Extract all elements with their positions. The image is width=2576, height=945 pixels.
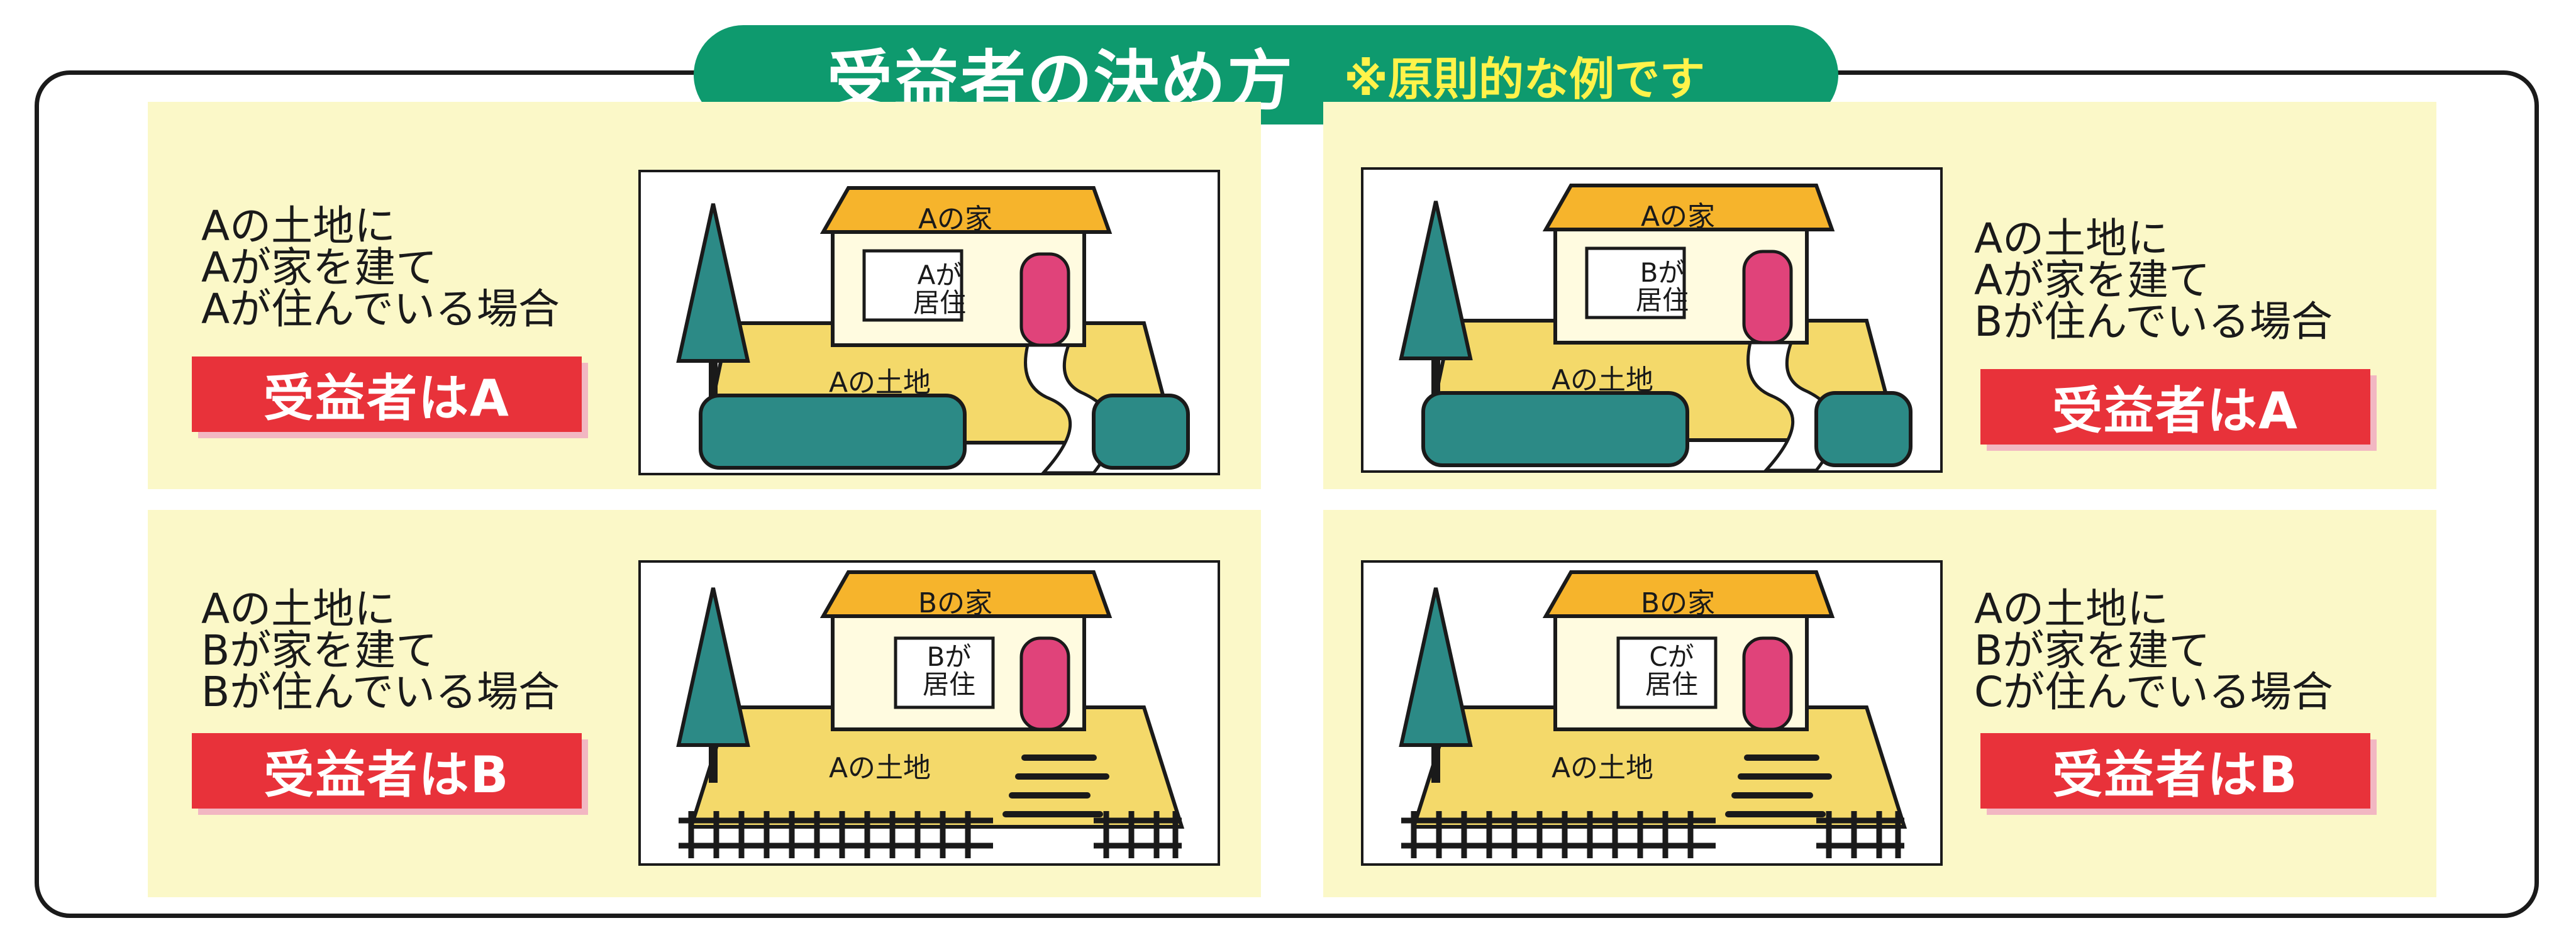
- case-line: Aの土地に: [1974, 214, 2169, 263]
- house-label: Bの家: [1640, 587, 1716, 619]
- house-illustration: Bの家 Bが 居住 Aの土地: [638, 560, 1220, 866]
- title-note: ※原則的な例です: [1344, 52, 1705, 106]
- case-description: Aの土地に Bが家を建て Bが住んでいる場合: [201, 589, 641, 713]
- case-line: Aの土地に: [201, 585, 396, 633]
- case-panel-3: Aの土地に Bが家を建て Bが住んでいる場合 受益者はB Bの家 Bが 居住 A: [148, 510, 1261, 897]
- fence-icon: [1401, 811, 1904, 858]
- beneficiary-badge: 受益者はB: [1980, 733, 2370, 809]
- case-line: Aの土地に: [1974, 585, 2169, 633]
- house-drawing: [1399, 184, 1913, 470]
- beneficiary-badge: 受益者はA: [1980, 369, 2370, 445]
- house-label: Bの家: [918, 587, 993, 619]
- house-label: Aの家: [918, 203, 993, 235]
- house-illustration: Aの家 Bが 居住 Aの土地: [1361, 167, 1943, 473]
- case-panel-4: Bの家 Cが 居住 Aの土地 Aの土地に Bが家を建て Cが住んでいる場合 受益…: [1323, 510, 2436, 897]
- land-label: Aの土地: [828, 752, 931, 784]
- resident-line: 居住: [922, 669, 975, 700]
- resident-label: Cが 居住: [1628, 643, 1716, 699]
- land-label: Aの土地: [828, 367, 931, 399]
- house-label: Aの家: [1640, 201, 1716, 233]
- beneficiary-badge: 受益者はA: [192, 356, 582, 432]
- tree-icon: [1399, 201, 1473, 360]
- tree-icon: [676, 203, 750, 363]
- case-line: Aが住んでいる場合: [201, 285, 560, 333]
- house-illustration: Bの家 Cが 居住 Aの土地: [1361, 560, 1943, 866]
- land-label: Aの土地: [1551, 752, 1654, 784]
- case-line: Aが家を建て: [201, 243, 438, 292]
- tree-icon: [676, 587, 750, 747]
- resident-line: Aが: [917, 260, 962, 290]
- case-line: Bが住んでいる場合: [201, 668, 560, 716]
- house-illustration: Aの家 Aが 居住 Aの土地: [638, 170, 1220, 475]
- case-line: Cが住んでいる場合: [1974, 668, 2333, 716]
- case-line: Bが家を建て: [1974, 626, 2211, 675]
- case-description: Aの土地に Bが家を建て Cが住んでいる場合: [1974, 589, 2414, 713]
- resident-line: Bが: [1640, 257, 1685, 288]
- resident-label: Bが 居住: [1618, 259, 1706, 314]
- house-drawing: [1399, 570, 1907, 858]
- resident-line: Cが: [1649, 641, 1694, 672]
- house-drawing: [676, 570, 1185, 858]
- house-drawing: [676, 186, 1190, 473]
- beneficiary-badge: 受益者はB: [192, 733, 582, 809]
- case-line: Aが家を建て: [1974, 256, 2211, 304]
- resident-line: Bが: [926, 641, 972, 672]
- case-description: Aの土地に Aが家を建て Aが住んでいる場合: [201, 206, 641, 330]
- case-line: Aの土地に: [201, 202, 396, 250]
- resident-line: 居住: [1645, 669, 1698, 700]
- resident-label: Aが 居住: [896, 262, 984, 317]
- case-description: Aの土地に Aが家を建て Bが住んでいる場合: [1974, 218, 2414, 343]
- land-label: Aの土地: [1551, 364, 1654, 396]
- resident-line: 居住: [913, 287, 966, 318]
- case-line: Bが家を建て: [201, 626, 438, 675]
- fence-icon: [679, 811, 1182, 858]
- case-panel-1: Aの土地に Aが家を建て Aが住んでいる場合 受益者はA Aの家 Aが 居住 A…: [148, 102, 1261, 489]
- case-panel-2: Aの家 Bが 居住 Aの土地 Aの土地に Aが家を建て Bが住んでいる場合 受益…: [1323, 102, 2436, 489]
- tree-icon: [1399, 587, 1473, 747]
- resident-label: Bが 居住: [905, 643, 993, 699]
- resident-line: 居住: [1635, 285, 1689, 316]
- case-line: Bが住んでいる場合: [1974, 297, 2333, 346]
